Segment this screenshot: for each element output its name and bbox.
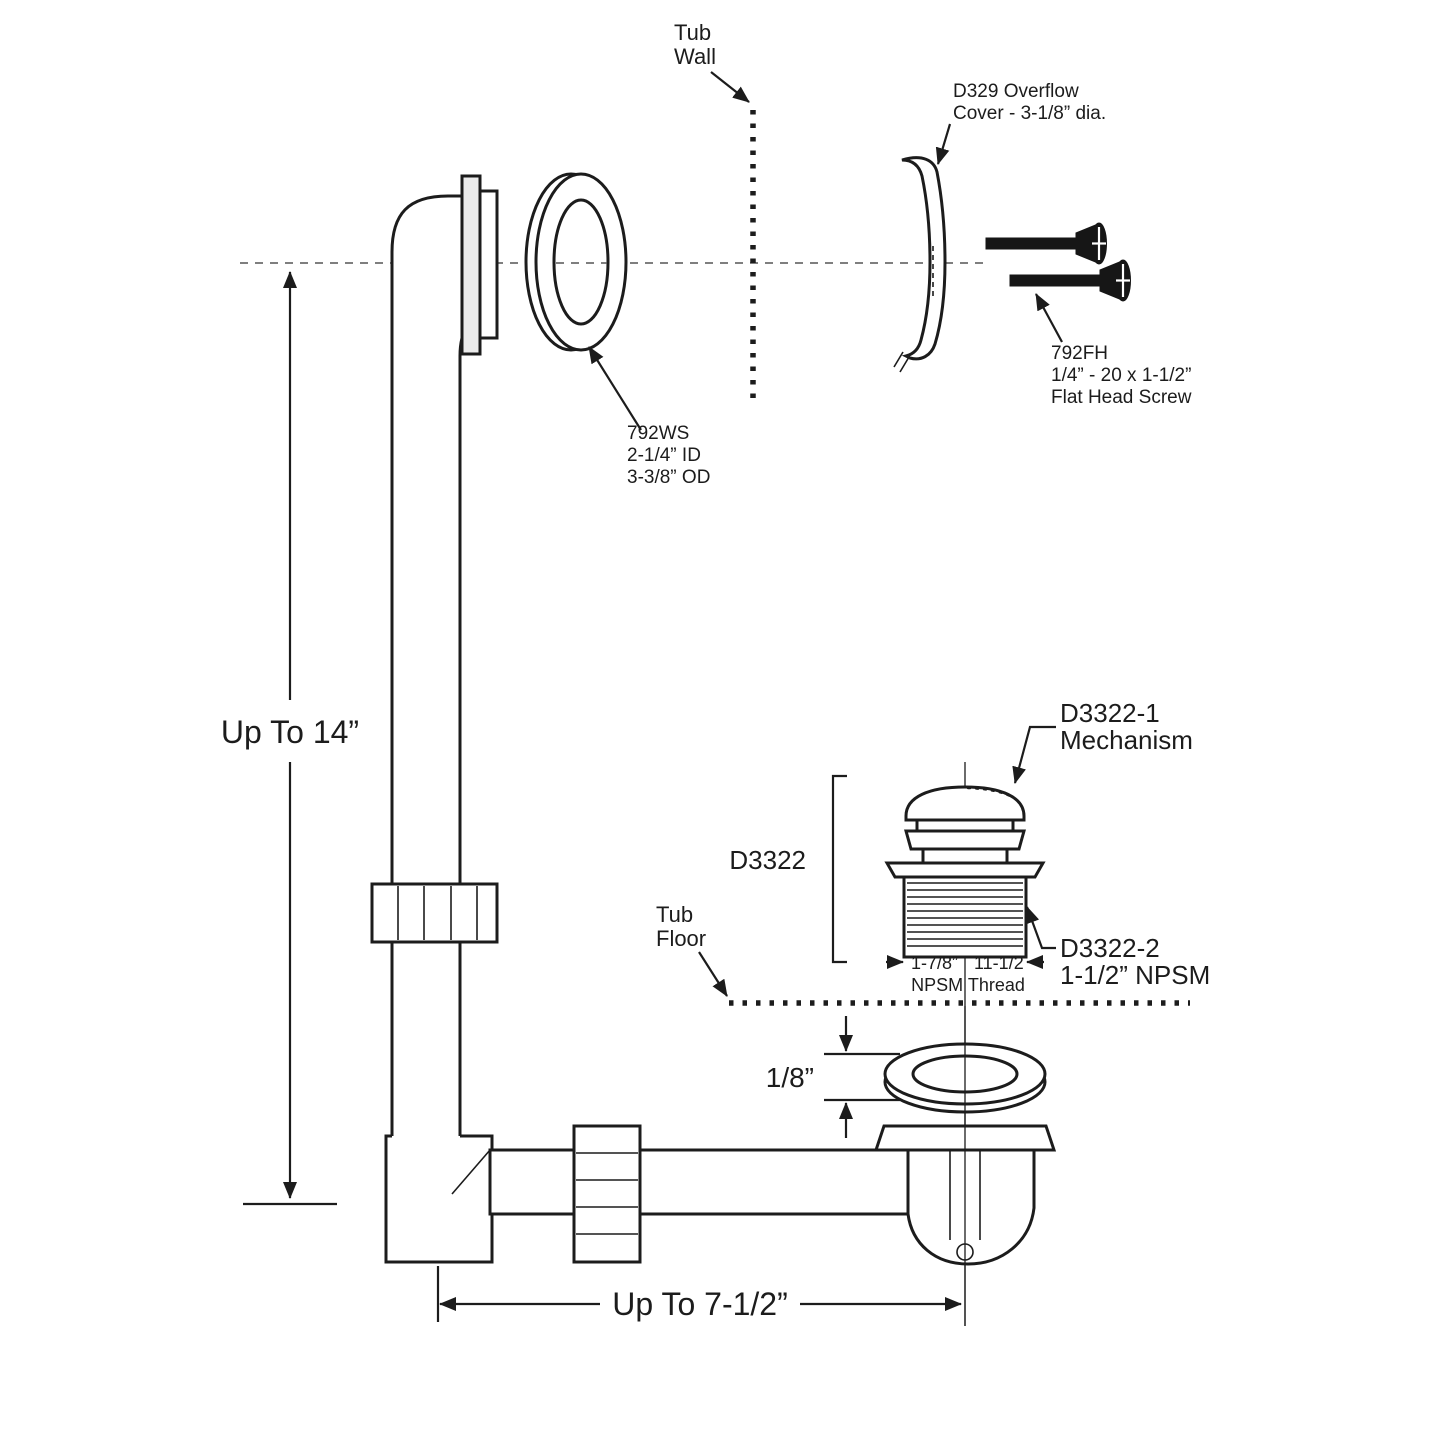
- ws792-label-1: 792WS: [627, 423, 689, 444]
- overflow-assembly: [390, 172, 628, 886]
- ws792-leader: [588, 346, 642, 431]
- strainer-cap: [904, 785, 1026, 822]
- overflow-coupling-nut: [370, 882, 499, 944]
- tee-branch-seam: [451, 1149, 491, 1195]
- thread-dim-left: 1-7/8”: [911, 953, 958, 973]
- fh792-label-1: 792FH: [1051, 343, 1108, 364]
- strainer-d3322: [831, 774, 1046, 964]
- waste-tee: [384, 1134, 494, 1264]
- overflow-lower-pipe: [390, 940, 462, 1140]
- d3322-2-leader: [1025, 906, 1056, 950]
- tub-wall-label-1: Tub: [674, 20, 711, 45]
- strainer-threaded-barrel: [902, 875, 1028, 959]
- tub-wall-label-2: Wall: [674, 44, 716, 69]
- dimension-up-to-7-5: Up To 7-1/2”: [436, 1266, 962, 1322]
- overflow-pipe-elbow: [390, 194, 464, 886]
- dim-washer-thickness-label: 1/8”: [766, 1062, 814, 1093]
- dim-14-label: Up To 14”: [221, 714, 359, 750]
- thread-lines: [907, 882, 1023, 947]
- thread-dim-right: 11-1/2: [974, 953, 1024, 973]
- tub-wall-leader: [710, 71, 750, 103]
- dim-7-5-label: Up To 7-1/2”: [612, 1286, 788, 1322]
- strainer-groove: [915, 818, 1015, 833]
- washer-792ws: [524, 172, 628, 352]
- flat-head-screw-upper: [984, 221, 1108, 266]
- overflow-flange: [460, 174, 482, 356]
- strainer-flange: [884, 861, 1046, 879]
- d329-label-1: D329 Overflow: [953, 81, 1079, 102]
- callouts: Tub Wall D329 Overflow Cover - 3-1/8” di…: [588, 20, 1210, 997]
- overflow-spud-face: [478, 189, 499, 340]
- thread-dim-caption: NPSM Thread: [911, 975, 1025, 995]
- d3322-1-label-2: Mechanism: [1060, 725, 1193, 755]
- ws792-label-3: 3-3/8” OD: [627, 467, 710, 488]
- d3322-1-leader: [1012, 725, 1056, 784]
- waste-pipe-left: [488, 1148, 580, 1216]
- fh792-label-2: 1/4” - 20 x 1-1/2”: [1051, 365, 1191, 386]
- waste-pipe-right: [638, 1148, 910, 1216]
- dimension-up-to-14: Up To 14”: [221, 271, 359, 1206]
- tub-floor-leader: [698, 951, 728, 997]
- d329-label-2: Cover - 3-1/8” dia.: [953, 103, 1106, 124]
- d3322-bracket: [831, 774, 847, 964]
- d3322-1-label-1: D3322-1: [1060, 698, 1160, 728]
- dimension-one-eighth: 1/8”: [766, 1016, 900, 1138]
- tub-floor-label-1: Tub: [656, 902, 693, 927]
- cover-hook: [893, 351, 910, 373]
- tub-floor-label-2: Floor: [656, 926, 706, 951]
- waste-coupling-nut: [572, 1124, 642, 1264]
- ws792-label-2: 2-1/4” ID: [627, 445, 701, 466]
- d3322-2-label-1: D3322-2: [1060, 933, 1160, 963]
- d3322-2-label-2: 1-1/2” NPSM: [1060, 960, 1210, 990]
- d329-leader: [935, 123, 952, 165]
- strainer-disc: [904, 829, 1026, 851]
- d3322-label: D3322: [729, 845, 806, 875]
- fh792-label-3: Flat Head Screw: [1051, 387, 1192, 408]
- fh792-leader: [1035, 293, 1063, 343]
- dimension-npsm-thread: 1-7/8” 11-1/2 NPSM Thread: [886, 953, 1044, 995]
- screws-792fh: [984, 221, 1132, 303]
- drain-elbow-body: [906, 1148, 1036, 1266]
- flat-head-screw-lower: [1008, 258, 1132, 303]
- cover-profile: [901, 156, 947, 361]
- strainer-cap-hidden-line: [966, 786, 1022, 805]
- overflow-cover-d329: [893, 156, 947, 373]
- strainer-neck: [921, 847, 1009, 865]
